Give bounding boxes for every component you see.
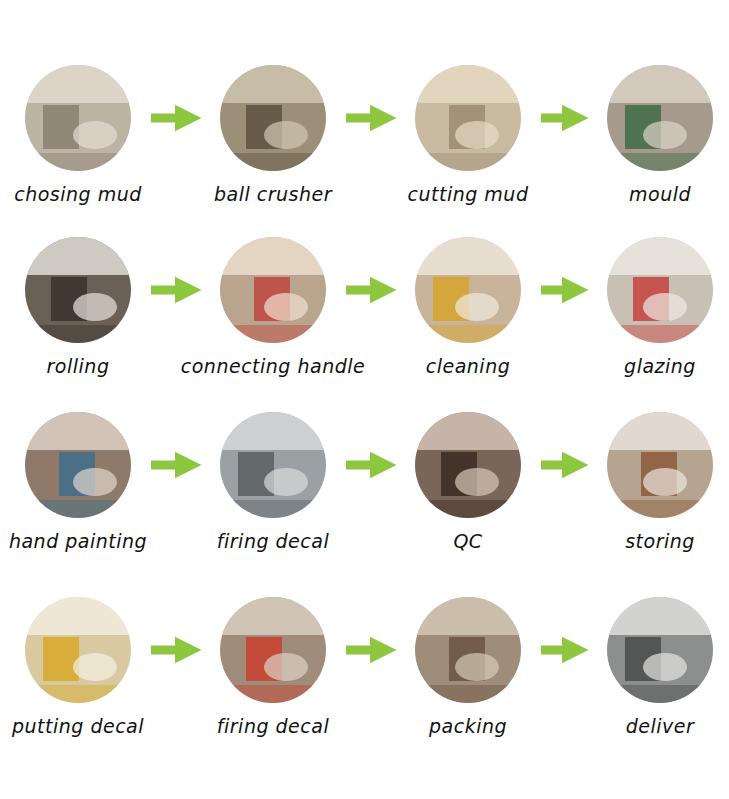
process-step-circle: QC: [415, 412, 521, 518]
step-label: deliver: [626, 715, 695, 737]
step-photo: [415, 412, 521, 518]
step-label: putting decal: [12, 715, 144, 737]
step-label: rolling: [47, 355, 110, 377]
process-step-circle: mould: [607, 65, 713, 171]
step-label: hand painting: [9, 530, 147, 552]
step-label: packing: [429, 715, 507, 737]
step-photo: [607, 237, 713, 343]
flow-arrow: [346, 286, 383, 295]
process-step-circle: deliver: [607, 597, 713, 703]
flow-arrow: [151, 286, 188, 295]
process-step-circle: hand painting: [25, 412, 131, 518]
flow-arrow: [151, 114, 188, 123]
step-photo: [220, 597, 326, 703]
step-photo: [25, 65, 131, 171]
step-photo: [25, 597, 131, 703]
process-step-circle: connecting handle: [220, 237, 326, 343]
step-photo: [607, 65, 713, 171]
step-label: firing decal: [217, 530, 329, 552]
step-photo: [25, 412, 131, 518]
step-label: ball crusher: [214, 183, 332, 205]
process-step-circle: ball crusher: [220, 65, 326, 171]
step-label: QC: [453, 530, 482, 552]
process-step-circle: cutting mud: [415, 65, 521, 171]
step-photo: [415, 237, 521, 343]
step-photo: [220, 237, 326, 343]
step-label: mould: [629, 183, 691, 205]
flow-arrow: [346, 646, 383, 655]
step-label: cutting mud: [408, 183, 529, 205]
step-label: firing decal: [217, 715, 329, 737]
step-photo: [415, 65, 521, 171]
flow-arrow: [346, 461, 383, 470]
process-step-circle: chosing mud: [25, 65, 131, 171]
flow-arrow: [541, 461, 575, 470]
step-photo: [415, 597, 521, 703]
process-step-circle: rolling: [25, 237, 131, 343]
flow-arrow: [541, 646, 575, 655]
step-label: storing: [625, 530, 695, 552]
step-photo: [607, 412, 713, 518]
step-photo: [220, 412, 326, 518]
process-step-circle: putting decal: [25, 597, 131, 703]
process-step-circle: glazing: [607, 237, 713, 343]
step-photo: [25, 237, 131, 343]
flow-arrow: [346, 114, 383, 123]
step-label: glazing: [624, 355, 696, 377]
process-step-circle: firing decal: [220, 412, 326, 518]
flow-arrow: [151, 646, 188, 655]
process-step-circle: cleaning: [415, 237, 521, 343]
process-step-circle: firing decal: [220, 597, 326, 703]
step-label: chosing mud: [14, 183, 142, 205]
flow-arrow: [541, 286, 575, 295]
flow-arrow: [541, 114, 575, 123]
step-photo: [607, 597, 713, 703]
process-step-circle: packing: [415, 597, 521, 703]
step-label: connecting handle: [181, 355, 365, 377]
step-photo: [220, 65, 326, 171]
step-label: cleaning: [426, 355, 510, 377]
process-step-circle: storing: [607, 412, 713, 518]
flow-arrow: [151, 461, 188, 470]
